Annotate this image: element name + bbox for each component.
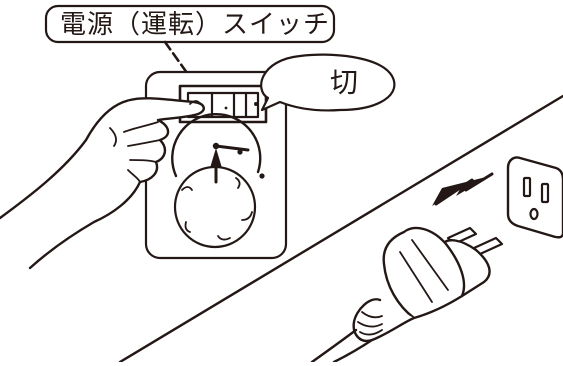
dial-pointer — [210, 148, 222, 168]
off-label: 切 — [330, 66, 359, 99]
hand — [0, 97, 205, 270]
wall-edge — [118, 94, 563, 364]
off-bubble — [260, 53, 396, 112]
switch-label: 電源（運転）スイッチ — [60, 10, 331, 40]
wall-outlet — [506, 156, 563, 239]
leader-line — [163, 40, 214, 110]
rotary-dial — [171, 112, 265, 249]
power-plug — [310, 226, 504, 364]
switch-label-box — [44, 4, 336, 44]
